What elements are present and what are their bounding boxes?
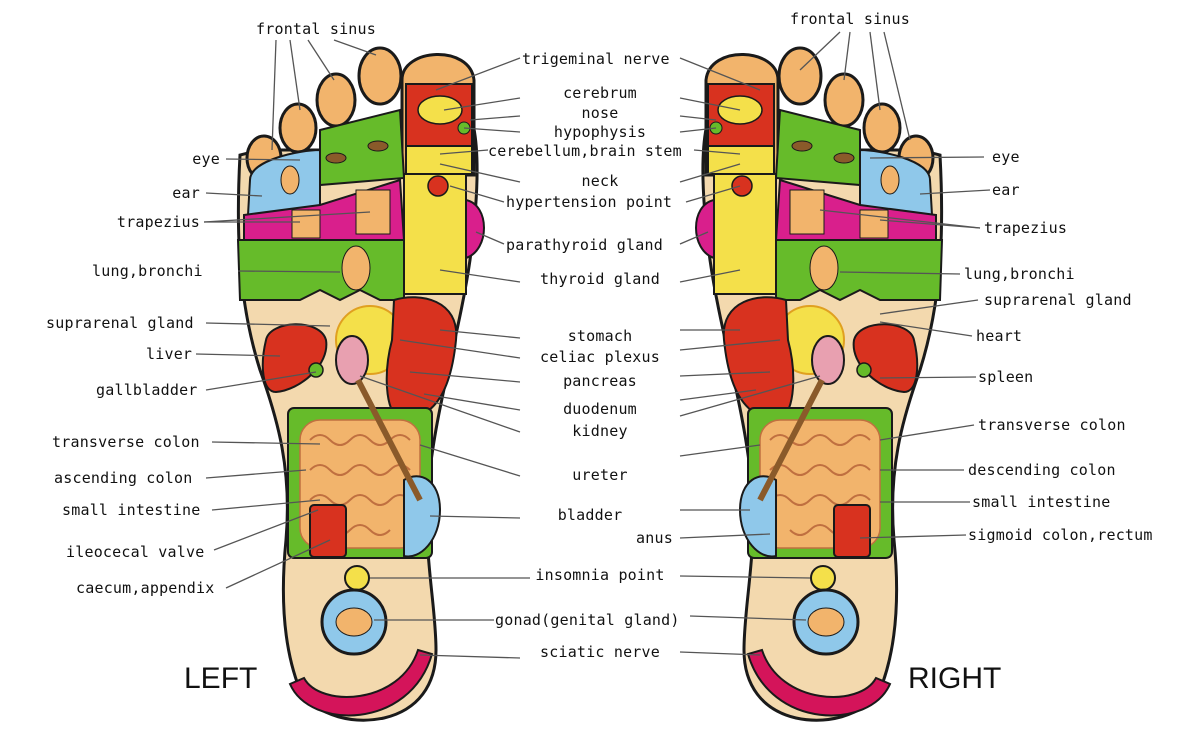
label-right-trapezius: trapezius [984, 219, 1068, 237]
label-left-transverse-colon: transverse colon [52, 433, 200, 451]
label-left-ileocecal-valve: ileocecal valve [66, 543, 205, 561]
label-right-heart: heart [976, 327, 1023, 345]
label-hypophysis: hypophysis [553, 123, 647, 141]
label-right-sigmoid-colon-rectum: sigmoid colon,rectum [968, 526, 1153, 544]
label-right-spleen: spleen [978, 368, 1034, 386]
label-nose: nose [581, 104, 619, 122]
label-left-eye: eye [192, 150, 220, 168]
label-stomach: stomach [567, 327, 633, 345]
left-foot-heading: LEFT [184, 662, 258, 695]
label-celiac-plexus: celiac plexus [540, 348, 660, 366]
label-neck: neck [581, 172, 619, 190]
label-ureter: ureter [572, 466, 628, 484]
label-right-transverse-colon: transverse colon [978, 416, 1126, 434]
label-left-trapezius: trapezius [116, 213, 200, 231]
label-anus: anus [636, 529, 673, 547]
label-left-gallbladder: gallbladder [96, 381, 198, 399]
label-bladder: bladder [557, 506, 623, 524]
left-foot [238, 48, 484, 720]
right-foot [696, 48, 942, 720]
label-left-lung-bronchi: lung,bronchi [92, 262, 203, 280]
right-foot-heading: RIGHT [908, 662, 1002, 695]
label-right-small-intestine: small intestine [972, 493, 1111, 511]
label-cerebellum-brain-stem: cerebellum,brain stem [488, 142, 682, 160]
label-left-ascending-colon: ascending colon [54, 469, 193, 487]
label-insomnia-point: insomnia point [535, 566, 665, 584]
label-left-small-intestine: small intestine [62, 501, 201, 519]
label-left-ear: ear [172, 184, 200, 202]
label-duodenum: duodenum [563, 400, 637, 418]
label-right-lung-bronchi: lung,bronchi [964, 265, 1075, 283]
label-right-descending-colon: descending colon [968, 461, 1116, 479]
label-right-suprarenal-gland: suprarenal gland [984, 291, 1132, 309]
label-sciatic-nerve: sciatic nerve [540, 643, 660, 661]
label-cerebrum: cerebrum [563, 84, 637, 102]
label-left-liver: liver [146, 345, 193, 363]
label-kidney: kidney [572, 422, 628, 440]
label-left-suprarenal-gland: suprarenal gland [46, 314, 194, 332]
label-thyroid-gland: thyroid gland [540, 270, 660, 288]
label-right-eye: eye [992, 148, 1020, 166]
label-trigeminal-nerve: trigeminal nerve [522, 50, 670, 68]
label-left-caecum-appendix: caecum,appendix [76, 579, 215, 597]
leader-lines [195, 31, 991, 659]
label-pancreas: pancreas [563, 372, 637, 390]
label-right-ear: ear [992, 181, 1020, 199]
label-left-frontal-sinus: frontal sinus [256, 20, 376, 38]
label-hypertension-point: hypertension point [506, 193, 673, 211]
label-right-frontal-sinus: frontal sinus [790, 10, 910, 28]
label-parathyroid-gland: parathyroid gland [506, 236, 663, 254]
label-gonad: gonad(genital gland) [495, 611, 680, 629]
